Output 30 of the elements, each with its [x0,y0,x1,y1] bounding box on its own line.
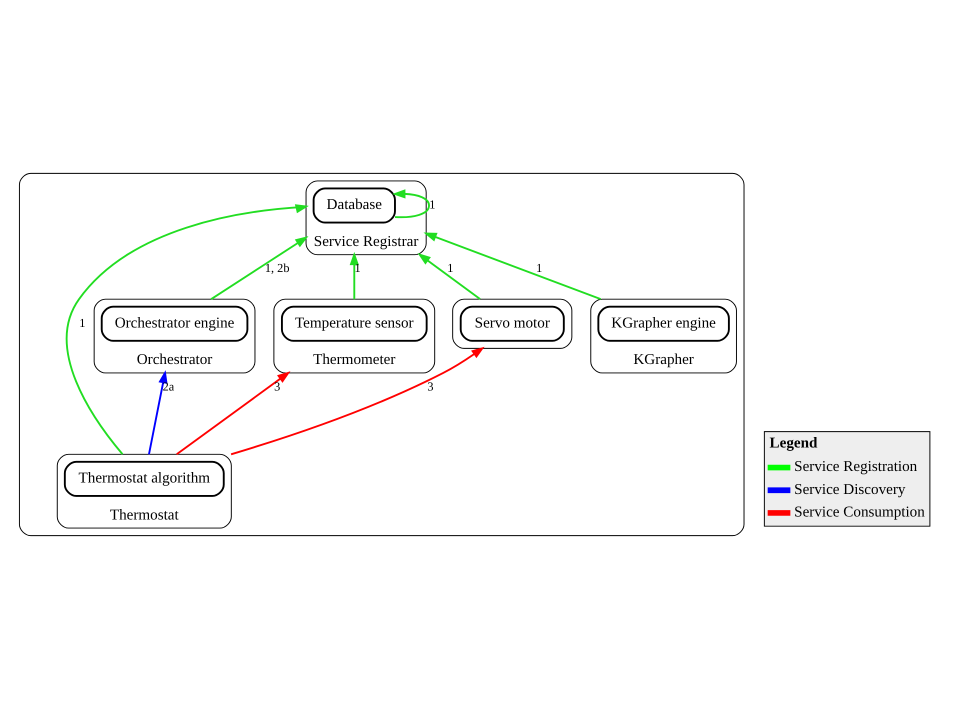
node-box: KGrapher engine [597,306,730,342]
legend-label: Service Discovery [794,482,906,498]
node-box: Thermostat algorithm [64,460,225,497]
label: Legend [770,435,818,452]
edge-label: 3 [427,379,434,394]
arrow [424,232,602,300]
edge-label: 1 [429,198,436,212]
edge-label: 1 [447,261,454,276]
cluster [18,172,744,536]
legend-label: Service Consumption [794,504,925,521]
arrow [417,253,481,300]
cluster [452,298,572,349]
edge-label: 1 [354,261,361,276]
edge-label: 1, 2b [264,261,290,276]
edge-label: 2a [162,379,174,394]
edge-label: 1 [79,316,86,330]
edge-label: 1 [536,261,542,276]
arrow [148,370,168,454]
node-box: Temperature sensor [280,306,428,342]
arrow [230,346,485,456]
arrow [176,371,290,456]
arrow [350,252,359,300]
arrow [392,189,430,218]
node-box: Servo motor [460,306,565,342]
arrow [210,236,308,300]
node-box: Orchestrator engine [100,306,248,342]
edge-label: 3 [274,379,280,394]
legend-label: Service Registration [794,459,918,476]
arrow [66,204,309,455]
node-box: Database [312,188,396,224]
